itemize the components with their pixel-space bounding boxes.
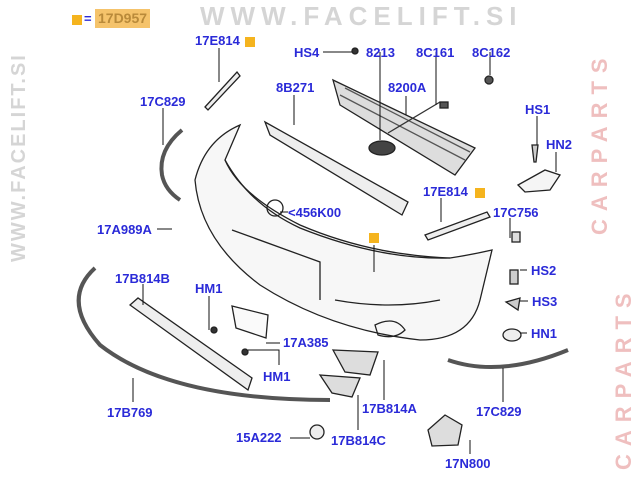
label-HS2: HS2	[531, 263, 557, 278]
label-17C756: 17C756	[493, 205, 539, 220]
watermark-site: WWW.FACELIFT.SI	[200, 1, 523, 31]
marker-square	[369, 233, 379, 243]
label-17N800: 17N800	[445, 456, 491, 471]
label-8200A: 8200A	[388, 80, 427, 95]
label-HM1-bottom: HM1	[263, 369, 291, 384]
label-8213: 8213	[366, 45, 395, 60]
label-17E814-right: 17E814	[423, 184, 468, 199]
marker-square	[245, 37, 255, 47]
grille	[331, 78, 476, 176]
label-HS4: HS4	[294, 45, 320, 60]
label-HN2: HN2	[546, 137, 573, 152]
label-HM1-top: HM1	[195, 281, 223, 296]
legend-equals: =	[84, 11, 92, 26]
label-8C162: 8C162	[472, 45, 511, 60]
ring-456K00	[266, 199, 284, 217]
label-15A222: 15A222	[236, 430, 282, 445]
label-8C161: 8C161	[416, 45, 455, 60]
grille-surround	[263, 120, 409, 216]
marker-square	[475, 188, 485, 198]
label-HS1: HS1	[525, 102, 551, 117]
legend-marker	[72, 15, 82, 25]
bumper-cover	[194, 123, 493, 341]
label-17B769: 17B769	[107, 405, 153, 420]
label-17B814C: 17B814C	[331, 433, 386, 448]
lower-strip	[76, 266, 331, 402]
label-456K00: <456K00	[288, 205, 342, 220]
label-HN1: HN1	[531, 326, 558, 341]
label-HS3: HS3	[532, 294, 558, 309]
label-17C829-top: 17C829	[140, 94, 186, 109]
label-17B814A: 17B814A	[362, 401, 417, 416]
ford-badge	[368, 140, 396, 156]
label-17E814: 17E814	[195, 33, 240, 48]
label-17A989A: 17A989A	[97, 222, 152, 237]
label-8B271: 8B271	[276, 80, 315, 95]
label-17C829-bottom: 17C829	[476, 404, 522, 419]
label-17A385: 17A385	[283, 335, 329, 350]
label-17B814B: 17B814B	[115, 271, 170, 286]
legend-code: 17D957	[95, 9, 151, 28]
